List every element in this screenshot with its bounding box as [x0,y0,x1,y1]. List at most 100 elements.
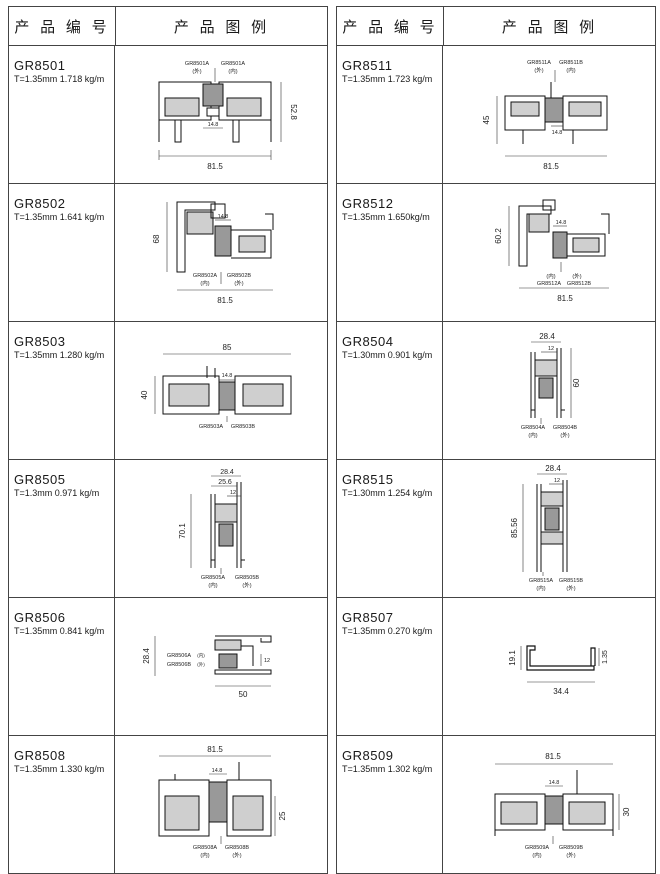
product-code: GR8511 [342,58,393,73]
part-label-a: GR8505A [201,575,225,581]
product-code: GR8506 [14,610,66,625]
product-spec: T=1.35mm 0.270 kg/m [342,626,433,636]
part-label-b: GR8506B [167,662,191,668]
profile-drawing-svg: 19.1 1.35 34.4 [508,645,609,696]
dim-gap: 12 [230,490,236,496]
product-spec: T=1.3mm 0.971 kg/m [14,488,100,498]
part-side-b: (外) [234,279,243,287]
profile-drawing: 81.5 52.8 14.8 GR8501A GR8501A (外) (内) [115,46,327,183]
left-product-table: 产 品 编 号 产 品 图 例 GR8501 T=1.35mm 1.718 kg… [8,6,328,874]
header-product-code: 产 品 编 号 [337,7,444,45]
dim-overall: 28.4 [539,332,555,341]
part-side-a: (内) [200,279,209,287]
product-row: GR8515 T=1.30mm 1.254 kg/m 28.4 [337,460,655,598]
dim-height: 45 [482,115,491,124]
dim-width: 85 [223,343,232,352]
part-label-b: GR8505B [235,575,259,581]
dim-width: 81.5 [543,162,559,171]
profile-drawing-svg: 81.5 60.2 14.8 (内) (外) GR8512A GR8512B [494,199,610,303]
product-row: GR8511 T=1.35mm 1.723 kg/m [337,46,655,184]
dim-gap: 14.8 [208,122,219,128]
product-spec: T=1.35mm 1.641 kg/m [14,212,105,222]
profile-drawing-svg: 28.4 50 12 GR8506A GR8506B (内) (外) [142,635,272,699]
dim-gap: 14.8 [552,130,563,136]
dim-height: 52.8 [289,104,298,120]
dim-gap: 14.8 [218,214,229,220]
product-info: GR8508 T=1.35mm 1.330 kg/m [9,736,115,873]
profile-drawing-svg: 81.5 25 14.8 GR8508A GR8508B (内) (外) [158,745,287,859]
part-label-b: GR8515B [559,578,583,584]
product-code: GR8503 [14,334,66,349]
part-side-a: (内) [208,581,217,589]
dim-gap: 12 [548,346,554,352]
dim-gap: 12 [554,478,560,484]
product-spec: T=1.30mm 1.254 kg/m [342,488,433,498]
part-label-a: GR8506A [167,653,191,659]
dim-gap: 14.8 [549,780,560,786]
part-side-a: (内) [546,272,555,280]
part-label-b: GR8502B [227,273,251,279]
part-label-b: GR8504B [553,425,577,431]
product-spec: T=1.35mm 1.723 kg/m [342,74,433,84]
product-code: GR8509 [342,748,394,763]
part-label-a: GR8508A [193,845,217,851]
part-label-a: GR8503A [199,424,223,430]
product-code: GR8512 [342,196,394,211]
dim-height: 70.1 [178,523,187,539]
part-side-b: (外) [566,851,575,859]
part-side-b: (内) [228,67,237,75]
dim-width: 81.5 [545,752,561,761]
product-code: GR8505 [14,472,66,487]
dim-width: 81.5 [207,162,223,171]
part-side-a: (内) [200,851,209,859]
profile-drawing: 28.4 60 12 GR8504A GR8504B (内) (外) [443,322,655,459]
dim-width: 81.5 [207,745,223,754]
product-spec: T=1.35mm 0.841 kg/m [14,626,105,636]
dim-gap: 14.8 [212,768,223,774]
profile-drawing: 28.4 85.56 12 GR8515A GR8515B (内) (外) [443,460,655,597]
profile-drawing-svg: 81.5 45 14.8 GR8511A GR8511B (外) (内) [482,60,608,171]
dim-height: 25 [278,811,287,820]
part-side-b: (外) [566,584,575,592]
product-info: GR8503 T=1.35mm 1.280 kg/m [9,322,115,459]
product-info: GR8504 T=1.30mm 0.901 kg/m [337,322,443,459]
part-label-a: GR8511A [527,60,551,66]
product-row: GR8506 T=1.35mm 0.841 kg/m 28.4 50 [9,598,327,736]
header-product-code: 产 品 编 号 [9,7,116,45]
product-row: GR8508 T=1.35mm 1.330 kg/m [9,736,327,873]
part-label-b: GR8501A [221,61,245,67]
part-side-b: (外) [232,851,241,859]
profile-drawing-svg: 81.5 30 14.8 GR8509A GR8509B (内) (外) [494,752,631,859]
product-row: GR8507 T=1.35mm 0.270 kg/m 19.1 1.35 34.… [337,598,655,736]
profile-drawing: 81.5 30 14.8 GR8509A GR8509B (内) (外) [443,736,655,873]
product-spec: T=1.35mm 1.330 kg/m [14,764,105,774]
table-header: 产 品 编 号 产 品 图 例 [337,7,655,46]
product-info: GR8507 T=1.35mm 0.270 kg/m [337,598,443,735]
product-info: GR8515 T=1.30mm 1.254 kg/m [337,460,443,597]
part-side-b: (外) [242,581,251,589]
right-product-table: 产 品 编 号 产 品 图 例 GR8511 T=1.35mm 1.723 kg… [336,6,656,874]
part-label-b: GR8503B [231,424,255,430]
profile-drawing: 81.5 68 14.8 GR8502A GR8502B (内) (外) [115,184,327,321]
part-label-a: GR8512A [537,281,561,287]
part-side-b: (内) [566,66,575,74]
dim-height: 60.2 [494,228,503,244]
product-spec: T=1.35mm 1.302 kg/m [342,764,433,774]
product-info: GR8509 T=1.35mm 1.302 kg/m [337,736,443,873]
profile-drawing-svg: 28.4 85.56 12 GR8515A GR8515B (内) (外) [510,464,583,592]
product-info: GR8502 T=1.35mm 1.641 kg/m [9,184,115,321]
product-spec: T=1.35mm 1.718 kg/m [14,74,105,84]
product-info: GR8505 T=1.3mm 0.971 kg/m [9,460,115,597]
part-side-b: (外) [560,431,569,439]
part-label-b: GR8509B [559,845,583,851]
part-label-b: GR8508B [225,845,249,851]
part-side-b: (外) [197,661,205,668]
dim-width: 50 [239,690,248,699]
profile-drawing: 81.5 60.2 14.8 (内) (外) GR8512A GR8512B [443,184,655,321]
part-side-b: (外) [572,272,581,280]
dim-width: 34.4 [553,687,569,696]
dim-overall: 28.4 [220,469,234,476]
profile-drawing: 28.4 25.6 12 70.1 GR8505A GR8505B (内) (外… [115,460,327,597]
header-product-drawing: 产 品 图 例 [173,17,270,36]
part-label-b: GR8511B [559,60,583,66]
